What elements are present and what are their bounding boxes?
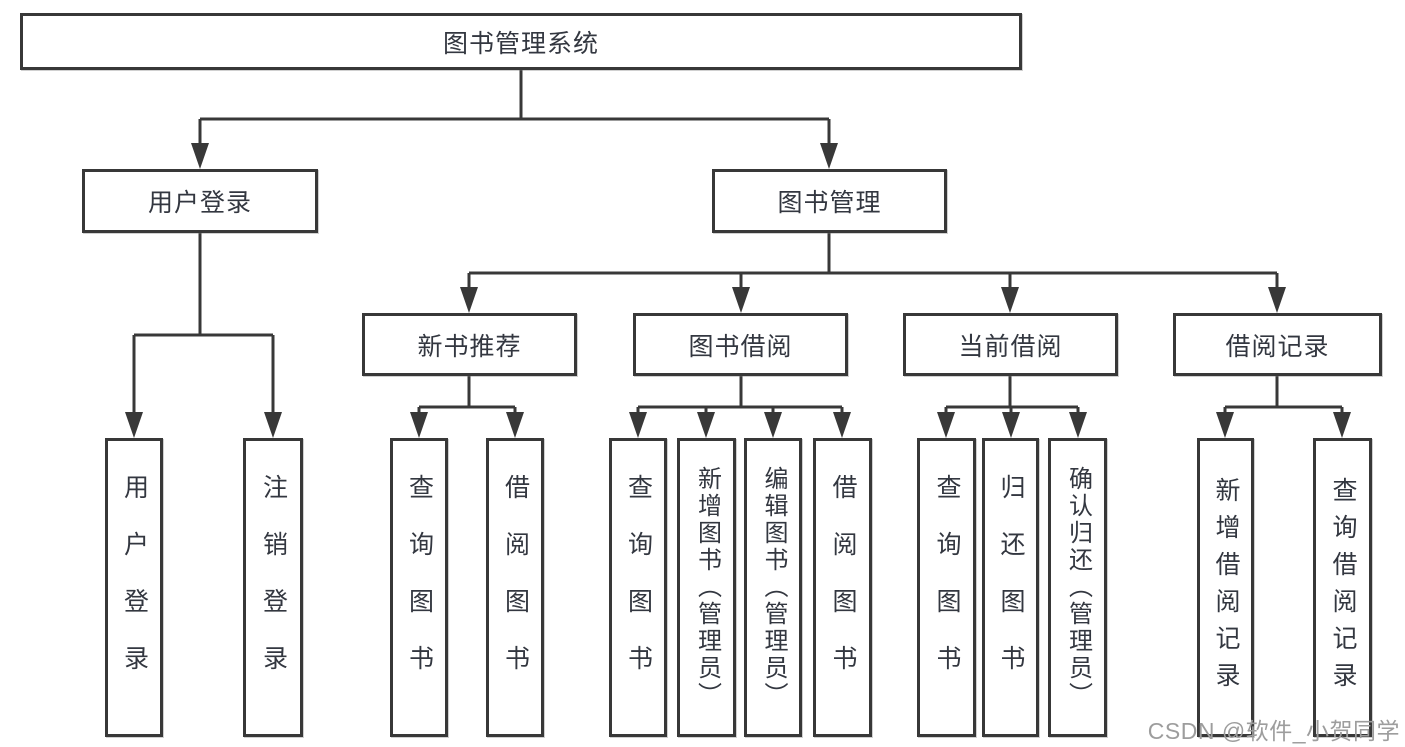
node-label: 借阅图书 (501, 473, 530, 702)
node-label: 查询图书 (624, 473, 653, 702)
node-label: 借阅记录 (1225, 332, 1330, 361)
connector-current-borrow-children (944, 376, 1080, 415)
node-label: 当前借阅 (958, 332, 1063, 361)
node-label: 新增图书（管理员） (693, 466, 721, 709)
node-label: 图书管理系统 (442, 29, 599, 58)
node-new-book-recommend: 新书推荐 (362, 313, 577, 376)
node-label: 新书推荐 (417, 332, 522, 361)
node-book-borrow: 图书借阅 (633, 313, 848, 376)
leaf-borrow-books-recommend: 借阅图书 (486, 438, 544, 737)
connector-user-login-children (132, 233, 275, 414)
node-label: 借阅图书 (829, 473, 857, 702)
connector-book-mgmt-children (467, 233, 1279, 290)
leaf-query-books-current: 查询图书 (917, 438, 976, 737)
node-label: 用户登录 (147, 189, 252, 217)
node-label: 用户登录 (120, 473, 149, 702)
connector-root-to-level2 (198, 70, 831, 146)
node-label: 确认归还（管理员） (1064, 466, 1092, 709)
node-label: 注销登录 (259, 473, 288, 702)
leaf-borrow-books: 借阅图书 (813, 438, 872, 737)
node-root-library-system: 图书管理系统 (20, 13, 1022, 70)
leaf-return-books: 归还图书 (982, 438, 1039, 737)
leaf-edit-books-admin: 编辑图书（管理员） (744, 438, 802, 737)
leaf-query-borrow-record: 查询借阅记录 (1313, 438, 1372, 737)
node-book-management: 图书管理 (712, 169, 947, 233)
leaf-confirm-return-admin: 确认归还（管理员） (1048, 438, 1107, 737)
leaf-user-login: 用户登录 (105, 438, 163, 737)
node-label: 查询图书 (933, 473, 961, 702)
node-label: 新增借阅记录 (1212, 476, 1240, 699)
node-label: 查询借阅记录 (1329, 476, 1357, 699)
node-label: 图书借阅 (688, 332, 793, 361)
node-label: 编辑图书（管理员） (760, 466, 787, 709)
leaf-query-books-borrow: 查询图书 (609, 438, 667, 737)
connector-new-book-children (417, 376, 517, 415)
node-label: 查询图书 (405, 473, 434, 702)
leaf-query-books-recommend: 查询图书 (390, 438, 448, 737)
node-user-login: 用户登录 (82, 169, 318, 233)
leaf-add-books-admin: 新增图书（管理员） (677, 438, 736, 737)
csdn-watermark: CSDN @软件_小贺同学 (1147, 718, 1400, 744)
connector-book-borrow-children (636, 376, 844, 415)
arrowheads (125, 143, 1351, 438)
node-label: 图书管理 (777, 189, 882, 217)
node-borrow-records: 借阅记录 (1173, 313, 1382, 376)
node-label: 归还图书 (997, 473, 1025, 702)
node-current-borrow: 当前借阅 (903, 313, 1118, 376)
leaf-logout: 注销登录 (243, 438, 303, 737)
leaf-add-borrow-record: 新增借阅记录 (1197, 438, 1254, 737)
connector-borrow-records-children (1223, 376, 1344, 415)
